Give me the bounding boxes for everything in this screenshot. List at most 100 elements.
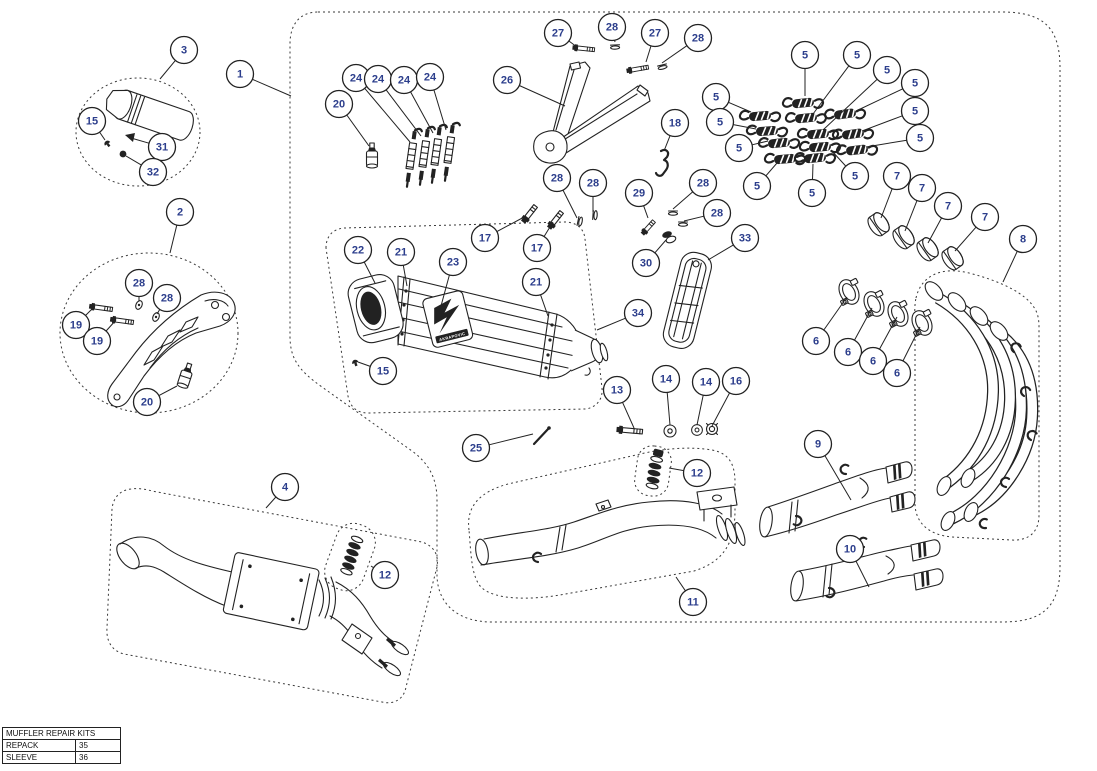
clamp-band-rear xyxy=(539,311,558,380)
callout-28: 28 xyxy=(578,168,608,212)
callout-26: 26 xyxy=(492,65,566,107)
repair-kits-table: MUFFLER REPAIR KITS REPACK 35 SLEEVE 36 xyxy=(2,727,121,764)
kit-number: 36 xyxy=(75,751,121,764)
callout-5: 5 xyxy=(812,40,872,115)
callout-5: 5 xyxy=(797,163,827,208)
callout-5: 5 xyxy=(701,82,752,113)
svg-text:24: 24 xyxy=(372,74,385,86)
small-springs-art xyxy=(365,120,462,189)
svg-text:10: 10 xyxy=(844,544,856,556)
callout-28: 28 xyxy=(597,12,627,43)
svg-text:5: 5 xyxy=(884,65,890,77)
svg-text:27: 27 xyxy=(552,28,564,40)
group-outline-8 xyxy=(914,270,1040,541)
footrest-bracket-art xyxy=(533,43,670,177)
svg-text:32: 32 xyxy=(147,167,159,179)
callout-21: 21 xyxy=(386,237,416,287)
callout-5: 5 xyxy=(830,149,870,191)
mid-fasteners-art xyxy=(519,202,689,244)
svg-text:5: 5 xyxy=(912,78,918,90)
svg-text:29: 29 xyxy=(633,188,645,200)
callout-9: 9 xyxy=(803,429,852,501)
callout-29: 29 xyxy=(624,178,654,219)
callout-16: 16 xyxy=(711,366,751,427)
group-outline-12-mid xyxy=(634,445,672,497)
svg-text:18: 18 xyxy=(669,118,681,130)
svg-text:6: 6 xyxy=(813,336,819,348)
group-outline-34 xyxy=(325,221,603,414)
heat-shield-art xyxy=(662,251,712,349)
callout-11: 11 xyxy=(675,576,708,617)
svg-text:5: 5 xyxy=(717,117,723,129)
collector-pipe-front-art xyxy=(759,461,916,538)
group-outline-3 xyxy=(75,77,201,187)
callout-7: 7 xyxy=(880,161,912,219)
callout-6: 6 xyxy=(833,307,873,367)
muffler-badge: AKRAPOVIC xyxy=(422,290,474,348)
svg-text:5: 5 xyxy=(713,92,719,104)
callout-14: 14 xyxy=(651,364,681,426)
clamps-art xyxy=(831,274,940,341)
svg-text:5: 5 xyxy=(754,181,760,193)
muffler-endcap-art xyxy=(347,274,404,344)
callout-14: 14 xyxy=(691,367,721,426)
callout-17: 17 xyxy=(470,215,527,253)
svg-text:5: 5 xyxy=(736,143,742,155)
callout-28: 28 xyxy=(672,168,718,210)
callout-6: 6 xyxy=(858,316,898,376)
svg-text:16: 16 xyxy=(730,376,742,388)
svg-text:25: 25 xyxy=(470,443,482,455)
exhaust-springs-art xyxy=(738,93,879,169)
svg-text:5: 5 xyxy=(802,50,808,62)
svg-text:17: 17 xyxy=(531,243,543,255)
callout-34: 34 xyxy=(596,298,653,331)
svg-text:28: 28 xyxy=(692,33,704,45)
callout-31: 31 xyxy=(130,132,177,162)
svg-text:30: 30 xyxy=(640,258,652,270)
callout-5: 5 xyxy=(861,96,930,132)
svg-text:20: 20 xyxy=(333,99,345,111)
callout-24: 24 xyxy=(341,63,411,143)
callout-24: 24 xyxy=(389,65,434,134)
group-outline-2 xyxy=(59,252,239,414)
sleeve-art xyxy=(103,89,194,158)
svg-text:7: 7 xyxy=(919,183,925,195)
table-row: SLEEVE 36 xyxy=(2,751,121,764)
group-outline-11 xyxy=(468,447,736,599)
svg-text:3: 3 xyxy=(181,45,187,57)
callout-12: 12 xyxy=(370,560,400,590)
svg-text:12: 12 xyxy=(691,468,703,480)
clip-18-art xyxy=(654,148,670,177)
svg-text:4: 4 xyxy=(282,482,289,494)
callout-19: 19 xyxy=(82,319,117,356)
callout-7: 7 xyxy=(954,202,1000,252)
callout-5: 5 xyxy=(724,133,769,163)
callout-5: 5 xyxy=(822,55,902,131)
kit-name: SLEEVE xyxy=(2,751,76,764)
svg-text:28: 28 xyxy=(161,293,173,305)
callout-17: 17 xyxy=(522,221,554,263)
callout-5: 5 xyxy=(855,68,930,112)
callout-33: 33 xyxy=(707,223,760,261)
brand-logo-icon xyxy=(434,298,460,334)
callout-27: 27 xyxy=(640,18,670,63)
callout-6: 6 xyxy=(882,326,921,388)
svg-text:26: 26 xyxy=(501,75,513,87)
svg-text:5: 5 xyxy=(854,50,860,62)
svg-text:2: 2 xyxy=(177,207,183,219)
svg-text:13: 13 xyxy=(611,385,623,397)
callout-20: 20 xyxy=(132,385,178,417)
callout-5: 5 xyxy=(865,123,935,153)
callout-28: 28 xyxy=(542,163,578,219)
nut-30-art xyxy=(662,231,677,244)
svg-text:28: 28 xyxy=(133,278,145,290)
muffler-bracket-art xyxy=(88,291,236,408)
svg-text:9: 9 xyxy=(815,439,821,451)
svg-text:11: 11 xyxy=(687,597,699,609)
valve-spring-stack-mid xyxy=(645,448,664,490)
callout-15: 15 xyxy=(357,356,398,386)
callout-28: 28 xyxy=(683,198,732,228)
callout-7: 7 xyxy=(927,191,963,244)
svg-text:31: 31 xyxy=(156,142,168,154)
